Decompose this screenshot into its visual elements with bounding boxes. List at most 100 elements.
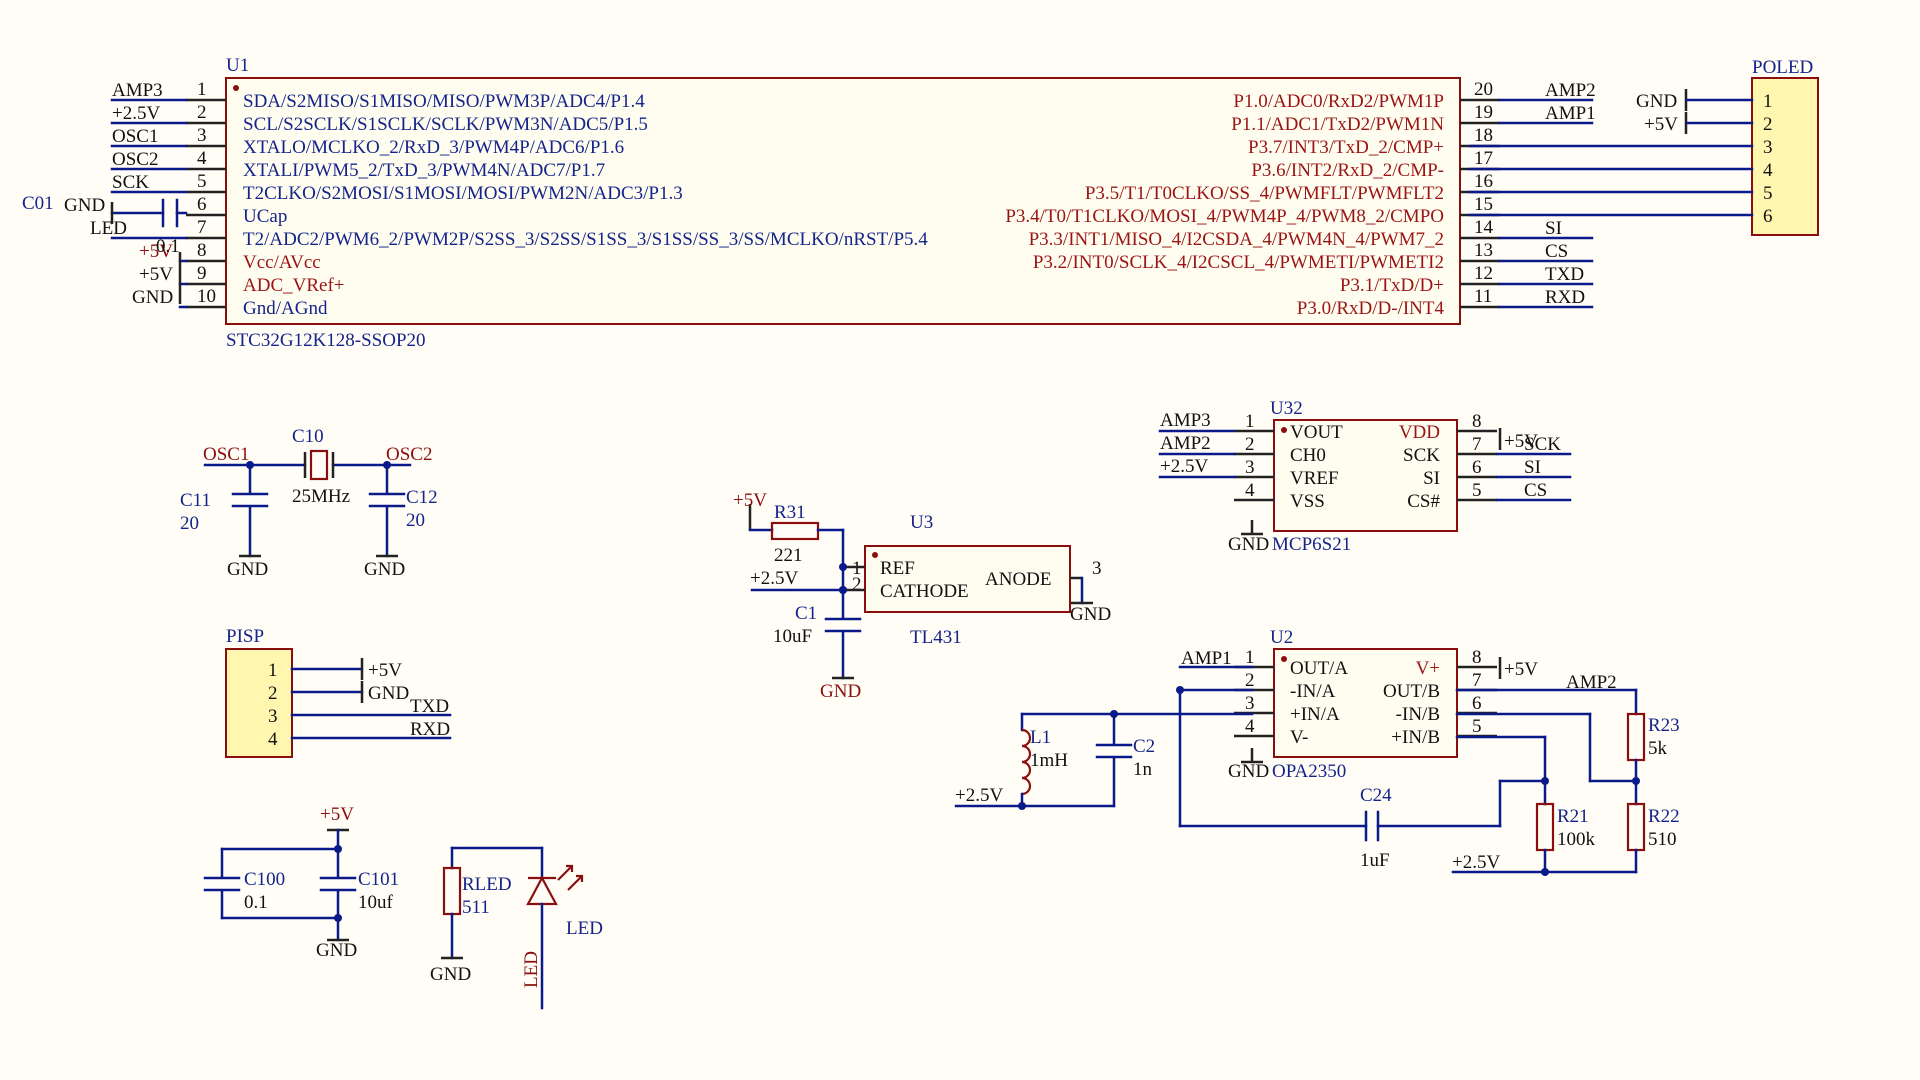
u1-pin-12-net: TXD xyxy=(1545,264,1584,285)
u2-pin-3-name: +IN/A xyxy=(1290,704,1340,725)
u1-part-label: STC32G12K128-SSOP20 xyxy=(226,330,426,351)
u1-pin-17-number: 17 xyxy=(1474,148,1493,169)
u32-pin-7-number: 7 xyxy=(1472,434,1482,455)
amp2-net-label: AMP2 xyxy=(1566,672,1617,693)
u1-pin-11-net: RXD xyxy=(1545,287,1585,308)
u3-part-label: TL431 xyxy=(910,627,962,648)
u2-opamp[interactable]: U2 OPA2350 1OUT/A2-IN/A3+IN/A4V-8V+7OUT/… xyxy=(1228,627,1538,782)
u1-mcu[interactable]: U1 STC32G12K128-SSOP20 1SDA/S2MISO/S1MIS… xyxy=(64,55,1596,351)
u32-pin-3-name: VREF xyxy=(1290,468,1339,489)
u1-pin-10-number: 10 xyxy=(197,286,216,307)
poled-vcc-label: +5V xyxy=(1644,114,1678,135)
l1-vref-label: +2.5V xyxy=(955,785,1003,806)
u2-pin-5-number: 5 xyxy=(1472,716,1482,737)
u1-pin-10-net: GND xyxy=(132,287,173,308)
c01-designator: C01 xyxy=(22,193,54,214)
u32-body xyxy=(1273,419,1458,532)
u1-pin-13-name: P3.2/INT0/SCLK_4/I2CSCL_4/PWMETI/PWMETI2 xyxy=(1033,252,1444,273)
decoupling-caps[interactable]: +5V C100 0.1 C101 10uf GND xyxy=(203,804,399,961)
led-circuit[interactable]: RLED 511 GND LED LED xyxy=(430,846,603,1010)
r31-designator: R31 xyxy=(774,502,806,523)
decap-vcc-label: +5V xyxy=(320,804,354,825)
u1-pin-7-net: LED xyxy=(90,218,127,239)
r31-vcc-label: +5V xyxy=(733,490,767,511)
tl431-reference[interactable]: U3 TL431 REF CATHODE ANODE 1 2 3 GND +5V… xyxy=(733,490,1111,702)
u1-designator: U1 xyxy=(226,55,249,76)
u32-pin-5-number: 5 xyxy=(1472,480,1482,501)
u32-pin-3-number: 3 xyxy=(1245,457,1255,478)
u1-pin-8-net: +5V xyxy=(139,241,173,262)
c1-value: 10uF xyxy=(773,626,812,647)
u2-pin-2-name: -IN/A xyxy=(1290,681,1336,702)
u3-pin1-marker xyxy=(872,552,878,558)
u1-pin-18-name: P3.7/INT3/TxD_2/CMP+ xyxy=(1248,137,1444,158)
u32-pin-6-name: SI xyxy=(1423,468,1440,489)
u1-pin-12-name: P3.1/TxD/D+ xyxy=(1340,275,1444,296)
poled-pin-4-number: 4 xyxy=(1763,160,1773,181)
c2-designator: C2 xyxy=(1133,736,1155,757)
u32-vcc-label: +5V xyxy=(1504,431,1538,452)
r31-value: 221 xyxy=(774,545,803,566)
u1-pin-5-number: 5 xyxy=(197,171,207,192)
pisp-pin-3-number: 3 xyxy=(268,706,278,727)
c10-designator: C10 xyxy=(292,426,324,447)
u1-pin-2-number: 2 xyxy=(197,102,207,123)
u1-pin-16-number: 16 xyxy=(1474,171,1493,192)
u32-pga[interactable]: U32 MCP6S21 1VOUTAMP32CH0AMP23VREF+2.5V4… xyxy=(1158,398,1572,555)
u32-pin-6-net: SI xyxy=(1524,457,1541,478)
u32-pin-4-name: VSS xyxy=(1290,491,1325,512)
vref-net-label: +2.5V xyxy=(750,568,798,589)
u2-pin1-marker xyxy=(1281,656,1287,662)
u1-pin-6-number: 6 xyxy=(197,194,207,215)
filter-network[interactable]: AMP1 AMP2 +2.5V +2.5V L1 1mH C2 1n C24 1… xyxy=(954,648,1680,876)
c2-value: 1n xyxy=(1133,759,1153,780)
u32-pin1-marker xyxy=(1281,427,1287,433)
u32-part-label: MCP6S21 xyxy=(1272,534,1351,555)
u1-pin-15-name: P3.4/T0/T1CLKO/MOSI_4/PWM4P_4/PWM8_2/CMP… xyxy=(1005,206,1444,227)
u2-pin-7-number: 7 xyxy=(1472,670,1482,691)
decap-gnd-label: GND xyxy=(316,940,357,961)
u1-pin-9-name: ADC_VRef+ xyxy=(243,275,345,296)
u1-pin-3-number: 3 xyxy=(197,125,207,146)
u1-pin-10-name: Gnd/AGnd xyxy=(243,298,328,319)
led-triangle xyxy=(526,875,558,906)
tl431-ref-junction xyxy=(839,563,847,571)
u3-body xyxy=(864,545,1071,613)
c11-value: 20 xyxy=(180,513,199,534)
decap-bot-junction xyxy=(334,914,342,922)
vref-bottom-junction xyxy=(1541,868,1549,876)
l1-value: 1mH xyxy=(1030,750,1068,771)
u32-pin-1-number: 1 xyxy=(1245,411,1255,432)
pisp-pin-4-net: RXD xyxy=(410,719,450,740)
c12-designator: C12 xyxy=(406,487,438,508)
c10-value: 25MHz xyxy=(292,486,350,507)
u1-pin-14-number: 14 xyxy=(1474,217,1494,238)
u2-pin-4-name: V- xyxy=(1290,727,1308,748)
osc2-net-label: OSC2 xyxy=(386,444,432,465)
u2-pin-6-name: -IN/B xyxy=(1396,704,1440,725)
c11-gnd-label: GND xyxy=(227,559,268,580)
c12-gnd-label: GND xyxy=(364,559,405,580)
led-net-label: LED xyxy=(521,951,542,988)
u1-pin-16-name: P3.5/T1/T0CLKO/SS_4/PWMFLT/PWMFLT2 xyxy=(1085,183,1444,204)
u1-pin-2-net: +2.5V xyxy=(112,103,160,124)
u2-pin-1-name: OUT/A xyxy=(1290,658,1348,679)
u32-pin-1-net: AMP3 xyxy=(1160,410,1211,431)
u2-pin-5-name: +IN/B xyxy=(1391,727,1440,748)
u32-pin-2-net: AMP2 xyxy=(1160,433,1211,454)
pisp-designator: PISP xyxy=(226,626,264,647)
poled-gnd-label: GND xyxy=(1636,91,1677,112)
u32-pin-2-number: 2 xyxy=(1245,434,1255,455)
u32-designator: U32 xyxy=(1270,398,1303,419)
u3-pin-anode-name: ANODE xyxy=(985,569,1052,590)
u1-pin-6-name: UCap xyxy=(243,206,287,227)
poled-pin-5-number: 5 xyxy=(1763,183,1773,204)
pisp-pin-1-net: +5V xyxy=(368,660,402,681)
c01-capacitor[interactable]: C01 0.1 xyxy=(22,193,188,257)
u3-pin-cathode-name: CATHODE xyxy=(880,581,969,602)
crystal-circuit[interactable]: OSC1 OSC2 C10 25MHz C11 20 C12 20 GND GN… xyxy=(180,426,438,580)
u32-pin-7-name: SCK xyxy=(1403,445,1440,466)
u32-pin-7-net: SCK xyxy=(1524,434,1561,455)
